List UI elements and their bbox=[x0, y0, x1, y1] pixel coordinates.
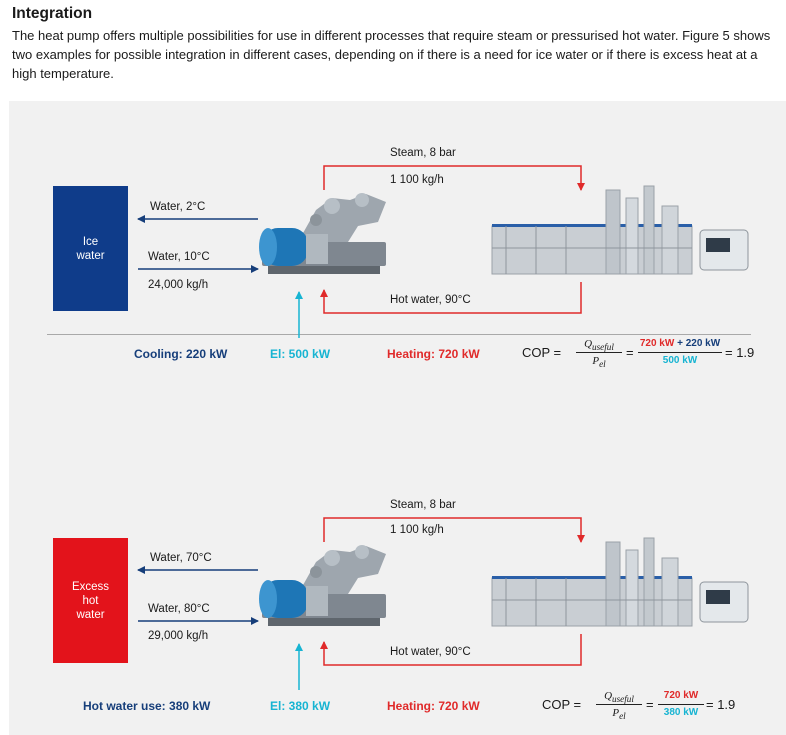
cop-result-2: = 1.9 bbox=[706, 697, 736, 712]
cop-numerator-sub-2: useful bbox=[612, 694, 634, 705]
cop-label-2: COP = bbox=[542, 697, 582, 712]
cop-numerator-symbol-2: Q bbox=[604, 690, 613, 702]
figure-panel bbox=[9, 101, 786, 735]
figure-divider bbox=[47, 334, 751, 335]
excess-hot-water-label-line3: water bbox=[76, 608, 105, 621]
arrow-hot-water-1 bbox=[320, 282, 582, 314]
cop-symbolic-fraction-2: Quseful Pel bbox=[596, 688, 642, 721]
cop-equals-2: = bbox=[646, 697, 654, 712]
cop-denominator-symbol-1: P bbox=[592, 355, 600, 367]
cop-heating-value-1: 720 kW bbox=[639, 338, 675, 349]
cooling-kpi: Cooling: 220 kW bbox=[134, 347, 228, 361]
heat-pump-illustration-1 bbox=[259, 193, 386, 274]
cop-cooling-value-1: 220 kW bbox=[685, 338, 721, 349]
steam-flow-label-1: 1 100 kg/h bbox=[390, 174, 444, 186]
arrow-steam-2 bbox=[323, 517, 585, 543]
hot-water-label-2: Hot water, 90°C bbox=[390, 646, 471, 658]
water-in-label-1: Water, 10°C bbox=[148, 251, 210, 263]
intro-paragraph: The heat pump offers multiple possibilit… bbox=[12, 28, 771, 81]
ice-water-label-line1: Ice bbox=[82, 235, 99, 248]
cop-el-value-1: 500 kW bbox=[662, 355, 698, 366]
cop-symbolic-fraction-1: Quseful Pel bbox=[576, 336, 622, 369]
cop-numerator-sub-1: useful bbox=[592, 342, 614, 353]
cop-heating-value-2: 720 kW bbox=[663, 690, 699, 701]
steam-label-1: Steam, 8 bar bbox=[390, 147, 456, 159]
process-plant-illustration-1 bbox=[491, 185, 749, 275]
cop-value-fraction-2: 720 kW 380 kW bbox=[658, 688, 704, 721]
hot-water-use-kpi: Hot water use: 380 kW bbox=[83, 699, 211, 713]
hot-water-label-1: Hot water, 90°C bbox=[390, 294, 471, 306]
cop-value-fraction-1: 720 kW + 220 kW 500 kW bbox=[638, 336, 722, 369]
section-heading: Integration bbox=[12, 5, 93, 22]
cop-numerator-symbol-1: Q bbox=[584, 338, 593, 350]
heating-kpi-2: Heating: 720 kW bbox=[387, 699, 480, 713]
electricity-kpi-2: El: 380 kW bbox=[270, 699, 331, 713]
water-flow-label-1: 24,000 kg/h bbox=[148, 279, 209, 291]
water-flow-label-2: 29,000 kg/h bbox=[148, 630, 209, 642]
water-in-label-2: Water, 80°C bbox=[148, 603, 210, 615]
cop-label-1: COP = bbox=[522, 345, 562, 360]
water-out-label-2: Water, 70°C bbox=[150, 552, 212, 564]
ice-water-label-line2: water bbox=[76, 249, 105, 262]
excess-hot-water-label-line2: hot bbox=[82, 594, 99, 607]
cop-plus-1: + bbox=[674, 338, 686, 349]
arrow-steam-1 bbox=[323, 165, 585, 191]
arrow-hot-water-2 bbox=[320, 634, 582, 666]
excess-hot-water-box: Excess hot water bbox=[53, 538, 128, 663]
cop-denominator-sub-1: el bbox=[599, 359, 606, 370]
heating-kpi-1: Heating: 720 kW bbox=[387, 347, 480, 361]
excess-hot-water-label-line1: Excess bbox=[71, 580, 110, 593]
steam-flow-label-2: 1 100 kg/h bbox=[390, 524, 444, 536]
water-out-label-1: Water, 2°C bbox=[150, 201, 206, 213]
cop-denominator-sub-2: el bbox=[619, 711, 626, 722]
cop-equals-1: = bbox=[626, 345, 634, 360]
steam-label-2: Steam, 8 bar bbox=[390, 499, 456, 511]
cop-el-value-2: 380 kW bbox=[663, 707, 699, 718]
cop-result-1: = 1.9 bbox=[725, 345, 755, 360]
cop-formula-1: COP = Quseful Pel = 720 kW + 220 kW 500 … bbox=[522, 336, 762, 370]
heat-pump-illustration-2 bbox=[259, 545, 386, 626]
cop-denominator-symbol-2: P bbox=[612, 707, 620, 719]
cop-formula-2: COP = Quseful Pel = 720 kW 380 kW = 1.9 bbox=[542, 688, 742, 722]
electricity-kpi-1: El: 500 kW bbox=[270, 347, 331, 361]
process-plant-illustration-2 bbox=[491, 537, 749, 627]
ice-water-box: Ice water bbox=[53, 186, 128, 311]
